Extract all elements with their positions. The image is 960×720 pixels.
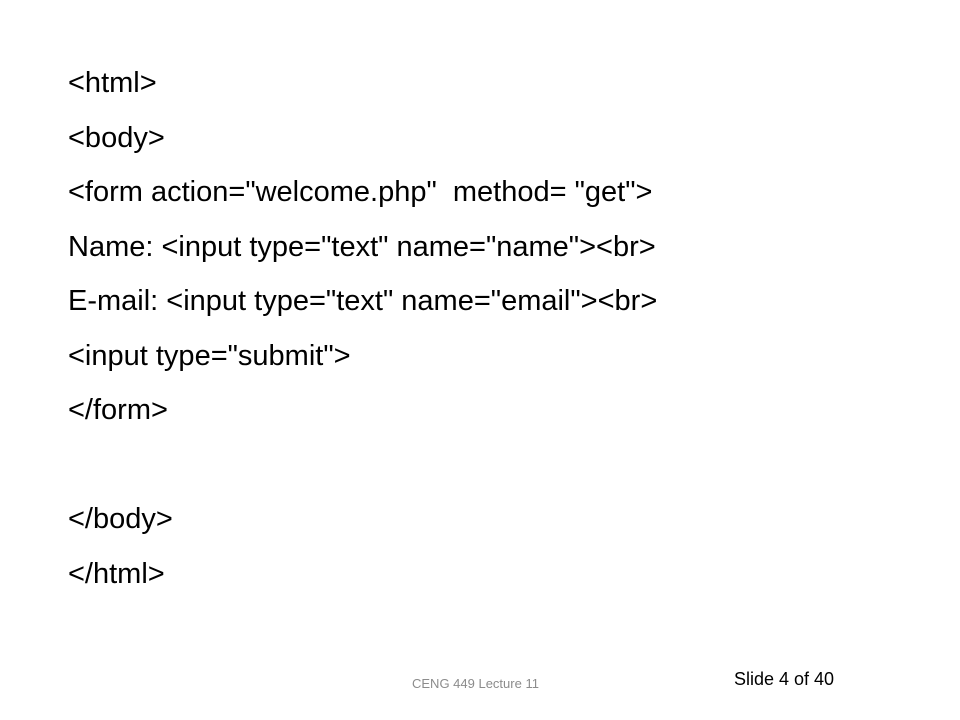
footer-slide-number: Slide 4 of 40 [734,669,835,689]
code-line-name-input: Name: <input type="text" name="name"><br… [68,230,656,263]
code-line-submit-input: <input type="submit"> [68,339,351,372]
footer-course-label: CENG 449 Lecture 11 [412,676,539,691]
code-line-body-open: <body> [68,121,165,154]
code-line-blank [68,438,657,493]
code-line-body-close: </body> [68,503,173,535]
code-line-form-open: <form action="welcome.php" method= "get"… [68,176,653,208]
code-line-html-open: <html> [68,67,157,99]
code-block: <html> <body> <form action="welcome.php"… [68,56,657,601]
code-line-email-input: E-mail: <input type="text" name="email">… [68,285,658,317]
code-line-html-close: </html> [68,557,165,590]
code-line-form-close: </form> [68,394,168,426]
